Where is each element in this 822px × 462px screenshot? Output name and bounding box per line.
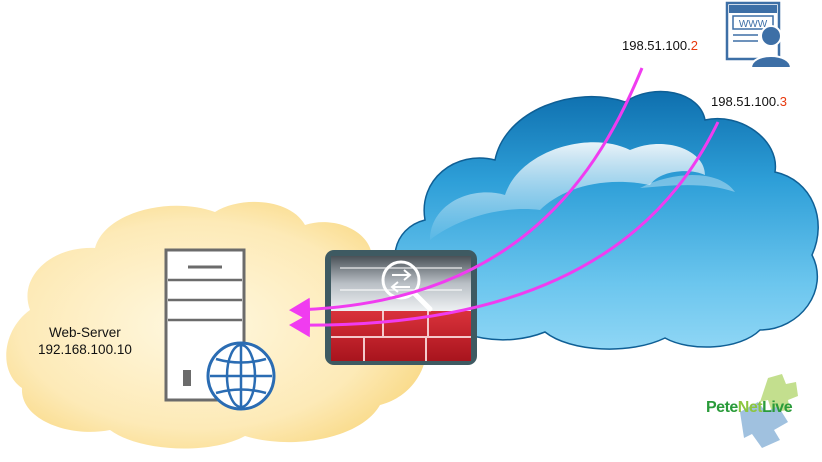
client-ip-2-prefix: 198.51.100. <box>711 94 780 109</box>
server-ip: 192.168.100.10 <box>38 342 132 357</box>
client-ip-1-prefix: 198.51.100. <box>622 38 691 53</box>
client-ip-2: 198.51.100.3 <box>711 94 787 109</box>
brand-wordmark: PeteNetLive <box>706 399 793 417</box>
client-ip-1-suffix: 2 <box>690 38 698 53</box>
brand-logo-icon <box>740 374 798 448</box>
client-ip-1: 198.51.100.2 <box>622 38 698 53</box>
brand-part-2: Net <box>737 399 763 416</box>
server-name: Web-Server <box>49 325 121 340</box>
client-ip-2-suffix: 3 <box>779 94 787 109</box>
firewall-icon <box>325 250 477 365</box>
www-text: WWW <box>739 19 768 30</box>
web-user-icon: WWW <box>725 1 793 69</box>
internet-cloud <box>394 90 819 350</box>
traffic-arrows <box>289 67 720 338</box>
globe-icon <box>206 341 276 411</box>
brand-part-3: Live <box>762 399 793 416</box>
server-label: Web-Server 192.168.100.10 <box>38 324 132 358</box>
brand-part-1: Pete <box>706 399 738 416</box>
